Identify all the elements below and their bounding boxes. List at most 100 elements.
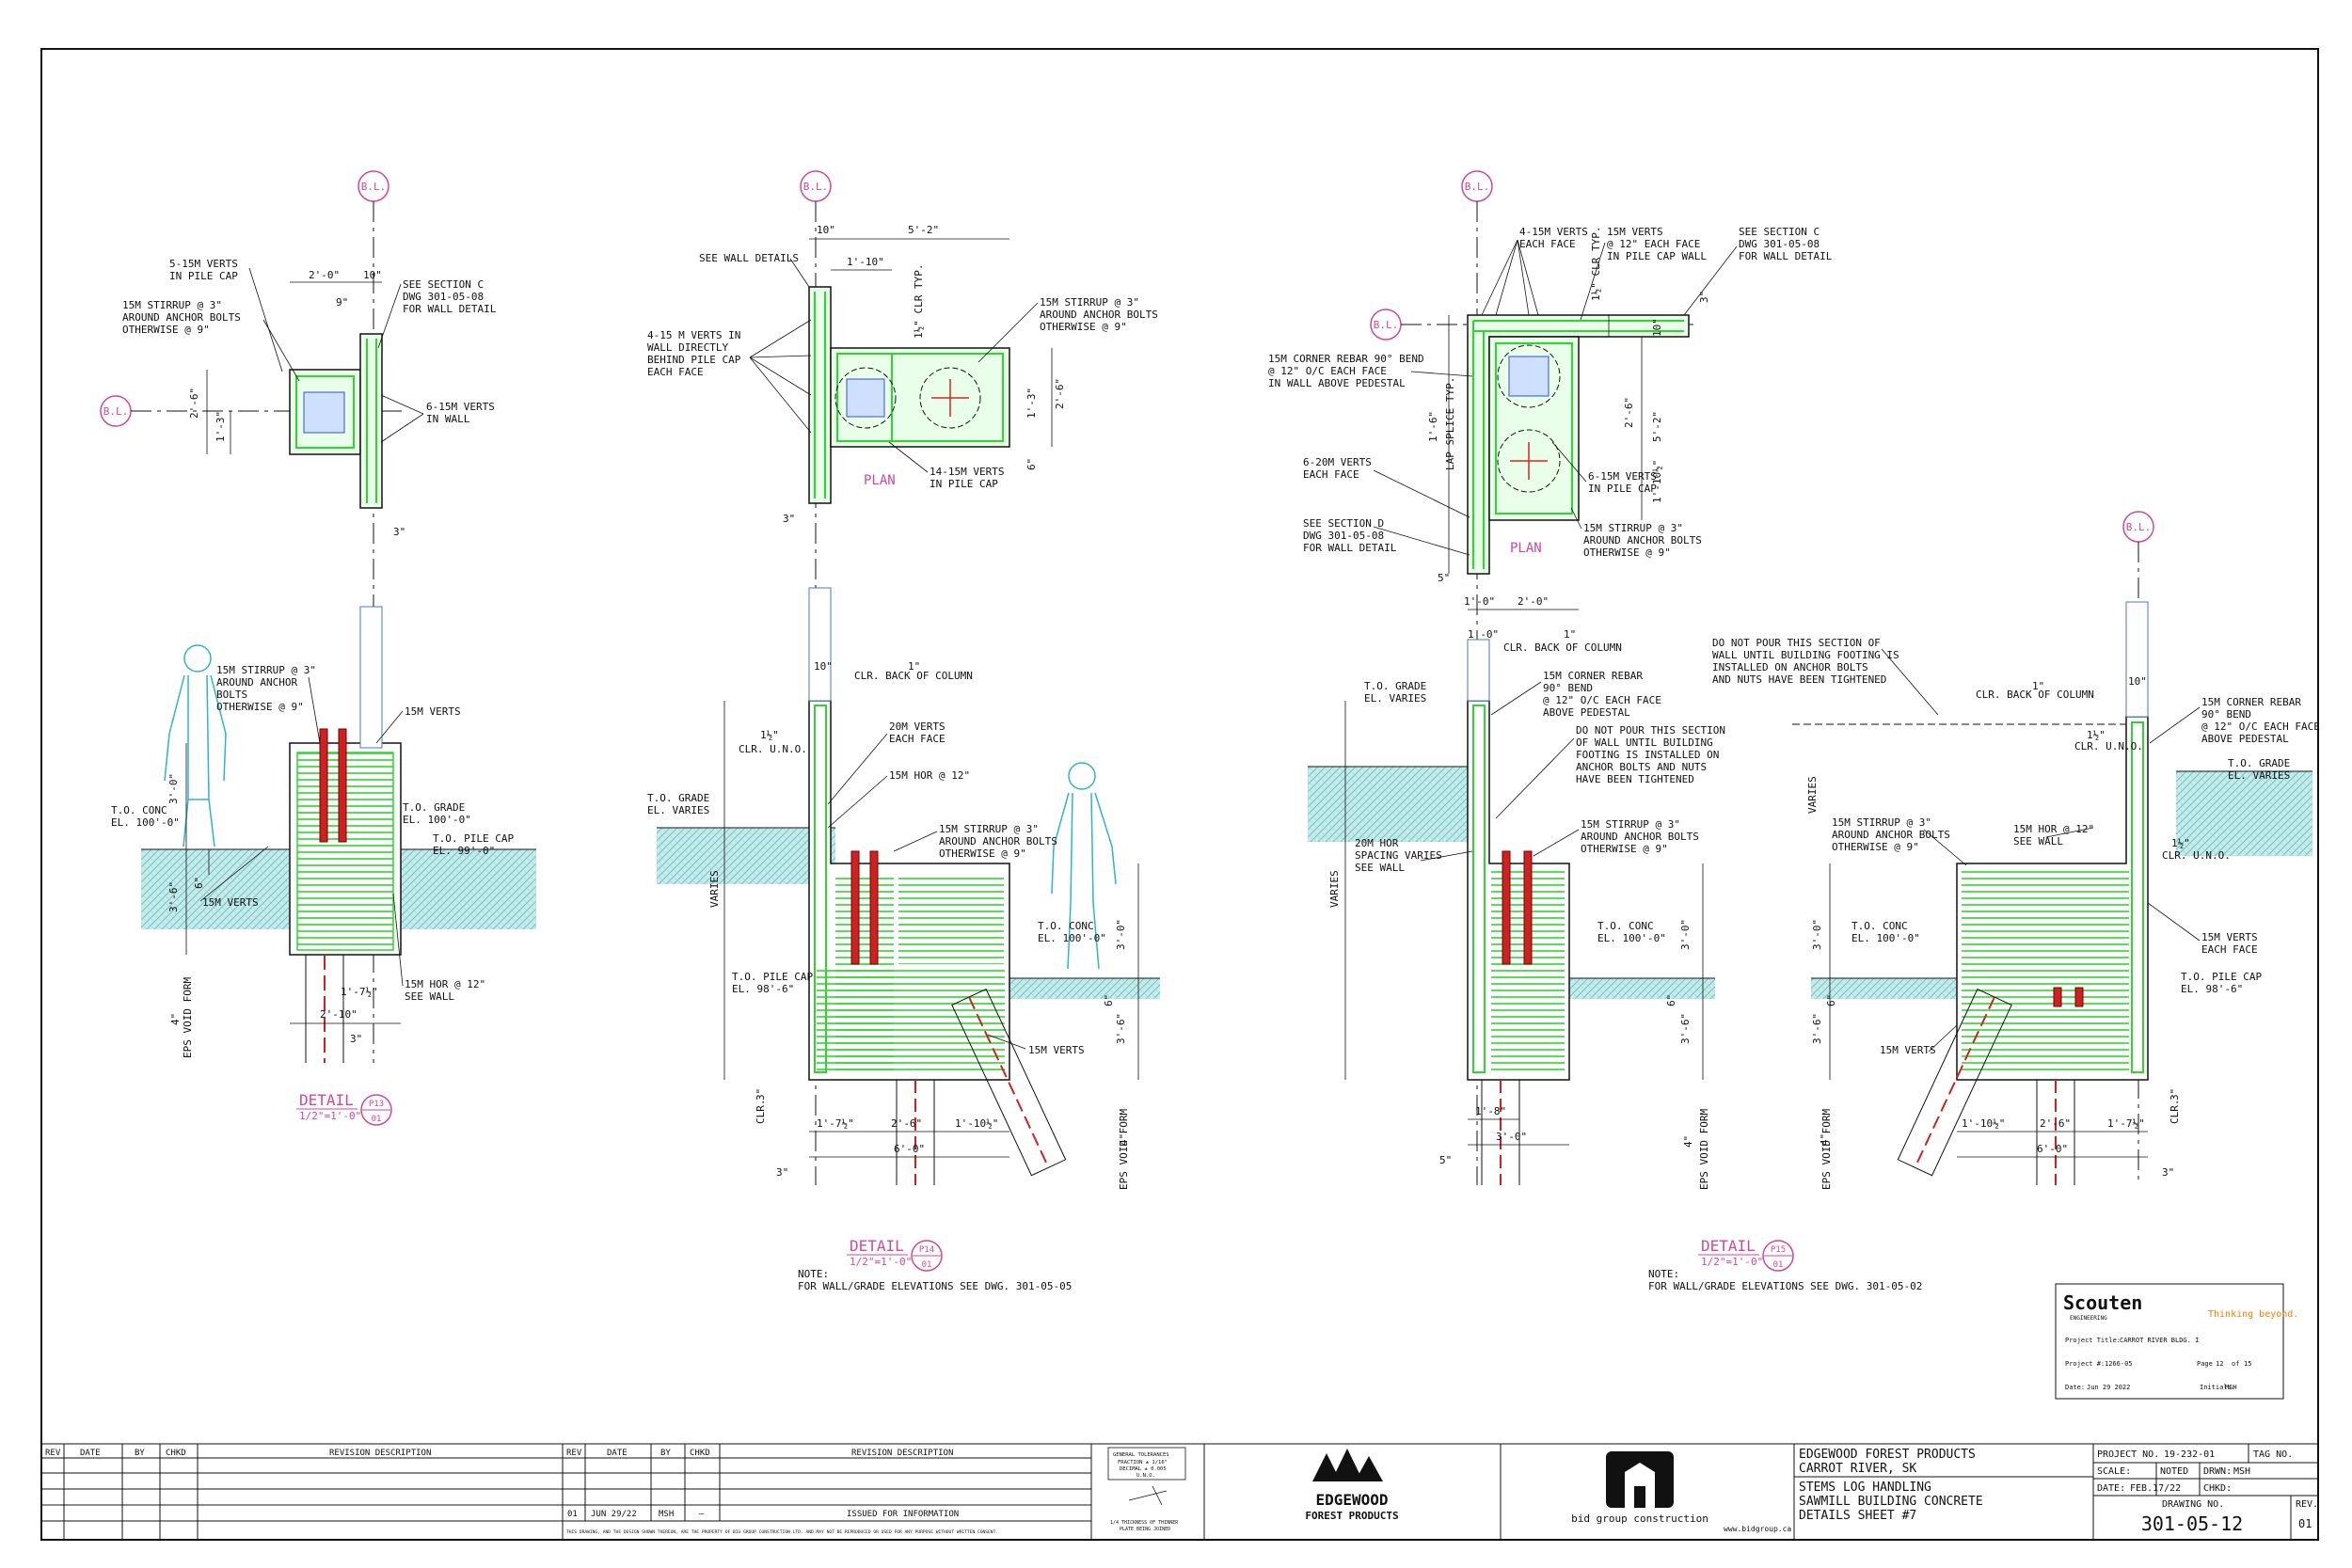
label: 15M VERTS xyxy=(1880,1044,1936,1056)
label: CLR. xyxy=(2169,1100,2181,1125)
label: DWG 301-05-08 xyxy=(1303,530,1384,542)
label: T.O. PILE CAP xyxy=(2181,971,2262,983)
dim: 2'-6" xyxy=(1054,378,1066,409)
label: 6-15M VERTS xyxy=(1588,470,1657,483)
label: 15M HOR @ 12" xyxy=(2013,823,2094,835)
label: OTHERWISE @ 9" xyxy=(1583,546,1671,559)
dim: 3'-0" xyxy=(1811,919,1823,950)
dim: 5'-2" xyxy=(908,224,939,236)
rev-header: BY xyxy=(135,1449,145,1458)
label: 15M CORNER REBAR xyxy=(2201,696,2301,708)
note-heading: NOTE: xyxy=(798,1268,829,1280)
dim: 6" xyxy=(1025,458,1038,470)
dim: 4" xyxy=(1819,1133,1831,1146)
stamp-label: Date: xyxy=(2065,1384,2085,1391)
detail-p15-left: B.L. B.L. 4-15M VERTS EACH FACE 15M VERT… xyxy=(1268,170,1833,1190)
dim: 5" xyxy=(1439,1154,1452,1166)
label: T.O. CONC xyxy=(1851,920,1908,932)
stamp-value: 1266-05 xyxy=(2105,1360,2133,1368)
dim: 5" xyxy=(1438,572,1450,584)
label: IN PILE CAP WALL xyxy=(1607,250,1707,262)
dim: 10" xyxy=(2128,675,2147,688)
dim: 1'-8" xyxy=(1475,1105,1506,1117)
note-text: FOR WALL/GRADE ELEVATIONS SEE DWG. 301-0… xyxy=(798,1280,1072,1292)
dim: 5'-2" xyxy=(1651,411,1663,442)
label: OTHERWISE @ 9" xyxy=(939,847,1026,860)
label: @ 12" EACH FACE xyxy=(1607,238,1700,250)
dim: 1" xyxy=(2032,680,2044,692)
revision-number: 01 xyxy=(2298,1517,2312,1530)
edgewood-logo: EDGEWOOD FOREST PRODUCTS xyxy=(1305,1449,1399,1522)
label: @ 12" O/C EACH FACE xyxy=(1543,694,1661,706)
label: 15M HOR @ 12" xyxy=(889,769,970,782)
label: 15M CORNER REBAR xyxy=(1543,670,1643,682)
anchor-bolt xyxy=(319,728,328,843)
dim: 1" xyxy=(1564,628,1576,641)
pile-cap-plan xyxy=(289,369,361,455)
dim: 9" xyxy=(336,296,348,309)
label: ABOVE PEDESTAL xyxy=(1543,706,1630,719)
wall-plan xyxy=(808,286,832,504)
client-logo-sub: FOREST PRODUCTS xyxy=(1305,1510,1398,1522)
dim: 1'-10½" xyxy=(955,1117,998,1130)
label: EACH FACE xyxy=(2201,943,2258,956)
note-heading: NOTE: xyxy=(1648,1268,1679,1280)
rev-header: REV xyxy=(45,1449,61,1458)
label: EL. 98'-6" xyxy=(732,983,794,995)
dim: 3" xyxy=(393,526,405,538)
label: 15M VERTS xyxy=(405,705,461,718)
label: VARIES xyxy=(708,870,721,908)
detail-p14: B.L. SEE WALL DETAILS 4-15 M VERTS IN WA… xyxy=(647,170,1160,1292)
contractor-website: www.bidgroup.ca xyxy=(1724,1525,1791,1533)
stamp-value: Jun 29 2022 xyxy=(2087,1384,2130,1391)
label: 20M VERTS xyxy=(889,721,946,733)
dim: 2'-10" xyxy=(320,1008,358,1021)
dim: 3'-0" xyxy=(1679,919,1692,950)
label: EL. 100'-0" xyxy=(1038,932,1106,944)
detail-sheet: 01 xyxy=(1773,1260,1784,1270)
rev-header: CHKD xyxy=(166,1449,186,1458)
gridline-label: B.L. xyxy=(1465,181,1490,193)
label: AND NUTS HAVE BEEN TIGHTENED xyxy=(1712,673,1886,686)
label: AROUND ANCHOR BOLTS xyxy=(1040,309,1158,321)
project-info: PROJECT NO. 19-232-01 TAG NO. SCALE: NOT… xyxy=(2097,1449,2318,1510)
stamp-company-sub: ENGINEERING xyxy=(2070,1315,2107,1322)
label: CLR. U.N.O. xyxy=(2074,740,2143,752)
dim: 1½" xyxy=(760,729,779,741)
label: 20M HOR xyxy=(1355,837,1399,849)
detail-title: DETAIL xyxy=(299,1091,354,1109)
detail-sheet: 01 xyxy=(922,1260,932,1270)
label: EPS VOID FORM xyxy=(1118,1109,1130,1190)
label: 15M STIRRUP @ 3" xyxy=(216,664,316,676)
label: 4-15M VERTS xyxy=(1519,226,1588,238)
contractor-name: bid group construction xyxy=(1571,1513,1708,1525)
label: DWG 301-05-08 xyxy=(403,291,484,303)
label: T.O. GRADE xyxy=(1364,680,1426,692)
label: LAP SPLICE TYP. xyxy=(1444,377,1456,470)
label: BEHIND PILE CAP xyxy=(647,354,741,366)
title-block-text: REV DATE BY CHKD REVISION DESCRIPTION RE… xyxy=(45,1449,1179,1535)
drawing-title-1: STEMS LOG HANDLING xyxy=(1799,1481,1931,1495)
label: OTHERWISE @ 9" xyxy=(1832,841,1919,853)
label: IN PILE CAP xyxy=(930,478,998,490)
label: DWG 301-05-08 xyxy=(1739,238,1820,250)
person-figure xyxy=(164,644,227,847)
dim: 2'-0" xyxy=(1518,595,1549,608)
label: AROUND ANCHOR BOLTS xyxy=(1583,534,1702,546)
label: BOLTS xyxy=(216,689,247,701)
dim: 2'-6" xyxy=(2040,1117,2071,1130)
label: FOOTING IS INSTALLED ON xyxy=(1576,749,1719,761)
dim: 3" xyxy=(776,1166,788,1179)
detail-title: DETAIL xyxy=(1701,1237,1756,1255)
dim: 1'-7½" xyxy=(817,1117,854,1130)
rev-header: REV xyxy=(566,1449,582,1458)
label: 6-15M VERTS xyxy=(426,401,495,413)
rev-header: DATE xyxy=(80,1449,101,1458)
label: T.O. CONC xyxy=(1597,920,1654,932)
label: EL. 100'-0" xyxy=(1851,932,1920,944)
tolerance-text: DECIMAL ± 0.005 xyxy=(1120,1466,1167,1472)
label: CLR. U.N.O. xyxy=(2162,849,2231,862)
dim: 1'-10½" xyxy=(1651,460,1663,503)
drawing-title-3: DETAILS SHEET #7 xyxy=(1799,1509,1916,1523)
